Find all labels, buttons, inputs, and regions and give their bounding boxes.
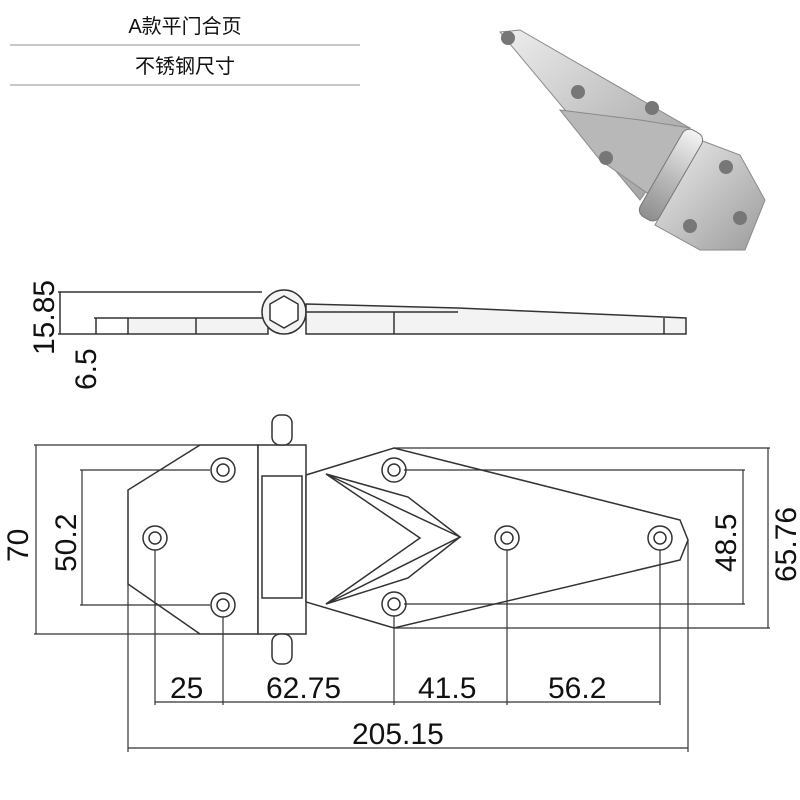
dim-hole-vertical-right: 48.5 [710,514,743,572]
front-dimension-lines [34,444,770,752]
hinge-side-view [58,289,687,335]
diagram-subtitle: 不锈钢尺寸 [135,56,235,78]
dim-seg-1: 25 [170,672,203,705]
dim-total-height: 15.85 [28,280,61,355]
dim-seg-4: 56.2 [548,672,606,705]
dim-height-overall: 70 [2,529,35,562]
hinge-front-view [127,414,689,665]
dim-hole-vertical-left: 50.2 [50,514,83,572]
dim-total-length: 205.15 [352,718,444,751]
diagram-title: A款平门合页 [128,16,242,38]
hinge-product-photo [499,29,766,251]
dim-seg-2: 62.75 [266,672,341,705]
dim-seg-3: 41.5 [418,672,476,705]
mounting-holes [142,457,673,618]
subtitle-divider [10,84,360,86]
dim-plate-thickness: 6.5 [70,348,103,390]
title-divider [10,44,360,46]
dim-height-right-wing: 65.76 [770,507,800,582]
